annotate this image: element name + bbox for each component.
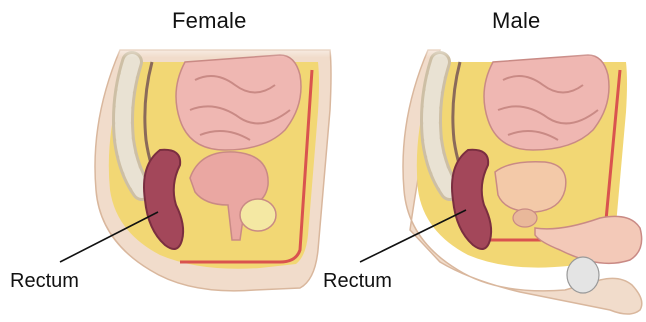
female-illustration	[60, 40, 340, 291]
male-prostate	[513, 209, 537, 227]
female-bladder	[240, 199, 276, 231]
male-title: Male	[492, 8, 541, 34]
male-illustration	[360, 40, 646, 314]
male-rectum-label: Rectum	[323, 270, 392, 293]
male-bladder	[495, 162, 566, 212]
female-title: Female	[172, 8, 247, 34]
female-rectum-label: Rectum	[10, 270, 79, 293]
male-testis	[567, 257, 599, 293]
